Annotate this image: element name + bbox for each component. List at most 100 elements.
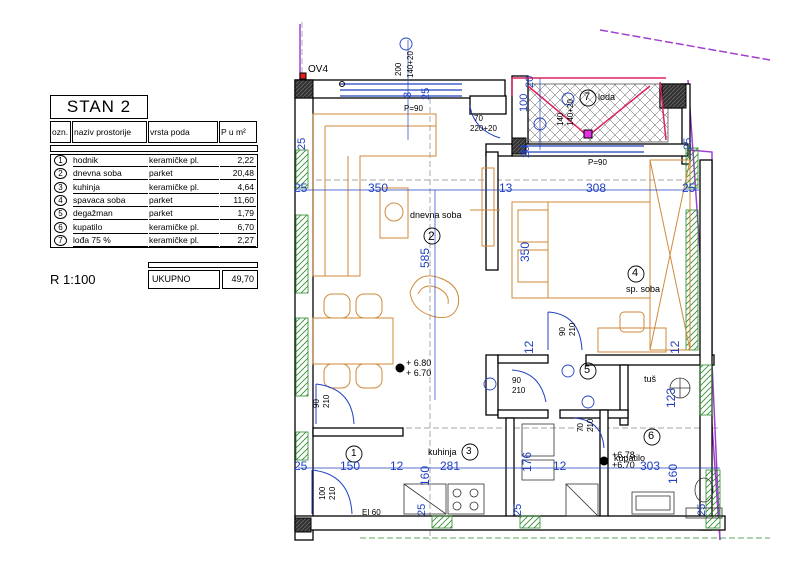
room-area: 2,22 [220,154,256,168]
dim-13: 13 [499,181,513,195]
label-bath: kupatilo [614,453,646,463]
dim-door-bath-a: 70 [576,423,585,432]
fixtures [403,377,723,519]
columns [294,79,687,533]
marker-hallway: 5 [584,364,591,376]
room-number: 3 [54,181,67,193]
room-area: 1,79 [220,207,256,221]
dim-loggia-w: 100 [518,93,530,112]
dim-bottom-25a: 25 [416,503,428,516]
dim-bath-w: 303 [640,459,661,473]
dim-12d: 12 [668,340,682,354]
dim-entry-b: 210 [328,486,337,500]
dim-bed-w: 308 [586,181,607,195]
room-number: 5 [54,208,67,220]
dim-loggia-b: 20 [520,145,532,158]
total-spacer [148,262,258,268]
dim-ei: EI 60 [362,508,381,517]
dim-bottom-25c: 25 [696,503,708,516]
dim-25d: 25 [296,137,308,150]
dim-loggia-side-b: 140+20 [566,99,575,126]
total-row: UKUPNO 49,70 [148,270,258,289]
label-bedroom: sp. soba [626,284,661,294]
label-living: dnevna soba [410,210,462,220]
dim-door-deg-a: 90 [512,376,521,385]
marker-hall: 1 [351,448,357,459]
room-name: kuhinja [73,181,148,194]
apartment-title: STAN 2 [50,95,148,119]
dim-25b: 25 [682,181,696,195]
dim-door-bath-b: 210 [586,418,595,432]
room-number: 7 [54,234,67,246]
dim-top-3: 3 [402,91,414,98]
total-label: UKUPNO [148,270,220,289]
dim-door-hall-b: 210 [322,394,331,408]
dim-window-pr: P=90 [404,104,423,113]
dim-door-hall-a: 90 [312,399,321,408]
dim-25c: 25 [294,459,308,473]
room-number: 1 [54,155,67,167]
room-number: 6 [54,221,67,233]
dim-bottom-25b: 25 [512,503,524,516]
legend-header: ozn. naziv prostorije vrsta poda P u m² [50,121,258,143]
marker-bath: 6 [648,430,655,442]
label-shower: tuš [644,374,657,384]
room-area: 6,70 [220,221,256,234]
dim-top-20: 20 [524,75,536,88]
room-markers [345,89,661,463]
dim-12b: 12 [553,459,567,473]
marker-loggia: 7 [584,91,591,103]
loggia-rail [511,77,667,141]
elev-living-a: + 6.80 [406,358,432,368]
floor-type: parket [149,167,219,181]
floor-type: parket [149,207,219,221]
dim-door-deg-b: 210 [512,386,526,395]
floor-type: keramičke pl. [149,154,219,168]
room-area: 11,60 [220,194,256,208]
dim-160b: 160 [666,463,680,484]
dim-door-bed-a: 90 [558,327,567,336]
total-value: 49,70 [222,270,258,289]
header-number: ozn. [50,121,71,143]
floor-type: keramičke pl. [149,234,219,247]
dim-door-loggia-a: 70 [474,114,483,123]
dim-kitchen-w: 281 [440,459,461,473]
dim-hall-w: 150 [340,459,361,473]
marker-bedroom: 4 [632,267,639,279]
room-name: degažman [73,207,148,221]
header-floor-type: vrsta poda [148,121,218,143]
dim-bed-h: 350 [518,241,532,262]
dim-top-w: 200 [394,62,403,76]
elev-bath-a: +6.78 [612,450,635,460]
floor-type: keramičke pl. [149,181,219,194]
label-kitchen: kuhinja [428,447,457,457]
dim-loggia-side-a: 140 [556,112,565,126]
dim-top-25: 25 [420,87,432,100]
dim-living-w: 350 [368,181,389,195]
dim-25e: 25 [682,137,694,150]
dim-176: 176 [520,451,534,472]
dim-top-h: 140+20 [406,51,415,78]
window-tag: OV4 [308,64,329,75]
room-name: dnevna soba [73,167,148,181]
room-name: spavaca soba [73,194,148,208]
blue-markers [399,37,595,409]
dim-entry-a: 100 [318,486,327,500]
room-area: 2,27 [220,234,256,247]
elevation-markers [299,72,609,466]
floor-type: keramičke pl. [149,221,219,234]
legend-spacer [50,145,258,152]
elev-bath-b: +6.70 [612,460,635,470]
dim-door-bed-b: 210 [568,322,577,336]
label-loggia: loda [598,92,616,102]
windows [340,83,644,153]
room-number: 4 [54,195,67,207]
